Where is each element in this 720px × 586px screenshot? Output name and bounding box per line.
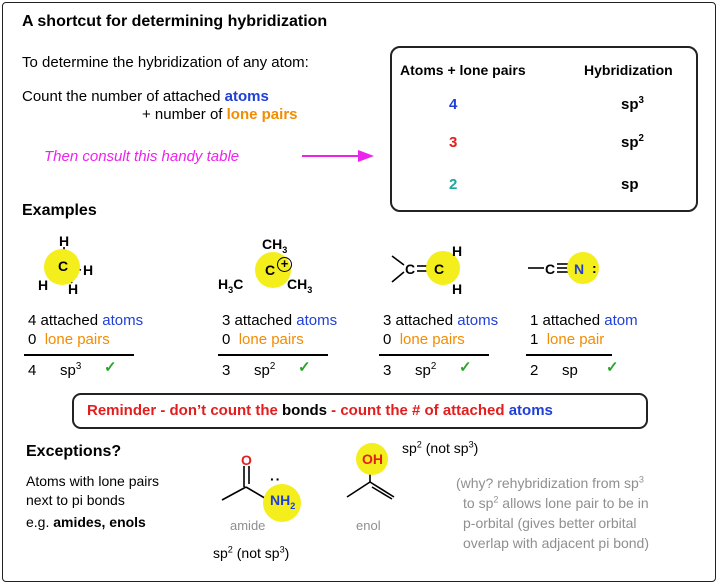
alkene-carbon-right: C	[434, 261, 445, 277]
highlight-enol-oxygen	[356, 443, 388, 475]
example-atoms-line: 3 attached atoms	[222, 312, 338, 329]
exceptions-examples: e.g. amides, enols	[26, 514, 146, 530]
table-hyb-sp3: sp3	[621, 95, 644, 113]
example-lone-pairs-line: 0 lone pairs	[28, 331, 110, 348]
enol-label: enol	[356, 518, 381, 533]
example-hybridization: sp2	[254, 361, 276, 379]
amide-bonds	[221, 466, 269, 501]
example-sum-rule	[218, 354, 328, 356]
atoms-term: atoms	[224, 88, 269, 105]
methane-carbon: C	[58, 258, 69, 274]
amide-oxygen: O	[241, 452, 252, 468]
intro-line: To determine the hybridization of any at…	[22, 54, 309, 71]
example-check-icon: ✓	[459, 359, 472, 376]
cation-plus-charge: +	[277, 257, 292, 272]
nitrile-nitrogen: N	[574, 261, 585, 277]
example-sum-rule	[24, 354, 134, 356]
consult-arrow-head	[358, 150, 374, 162]
table-hyb-sp2: sp2	[621, 133, 644, 151]
why-line-4: overlap with adjacent pi bond)	[463, 535, 650, 551]
lone-pairs-term: lone pairs	[226, 106, 298, 123]
example-atoms-line: 3 attached atoms	[383, 312, 499, 329]
cation-h3c-left: H3C	[218, 276, 244, 295]
example-hybridization: sp2	[415, 361, 437, 379]
cation-ch3-top: CH3	[262, 236, 288, 255]
exceptions-line-1: Atoms with lone pairs	[26, 473, 160, 489]
table-count-3: 3	[449, 134, 458, 151]
highlight-methane-carbon	[44, 249, 80, 285]
example-atoms-line: 1 attached atom	[530, 312, 638, 329]
nitrile-lone-pair: :	[592, 260, 597, 276]
table-count-4: 4	[449, 96, 458, 113]
enol-hybridization-note: sp2 (not sp3)	[402, 439, 479, 456]
example-sum-rule	[526, 354, 612, 356]
consult-text: Then consult this handy table	[44, 148, 240, 165]
count-atoms-line: Count the number of attached atoms	[22, 88, 269, 105]
cation-ch3-right: CH3	[287, 276, 313, 295]
amide-label: amide	[230, 518, 266, 533]
example-check-icon: ✓	[298, 359, 311, 376]
cation-carbon: C	[265, 262, 276, 278]
amide-nitrogen: NH2	[270, 492, 296, 511]
methane-h-bottom: H	[68, 281, 79, 297]
exceptions-line-2: next to pi bonds	[26, 492, 125, 508]
highlight-alkene-carbon	[426, 251, 460, 285]
methane-h-right: H	[83, 262, 94, 278]
reminder-atoms: atoms	[508, 402, 553, 419]
table-header-hybridization: Hybridization	[584, 62, 673, 78]
example-check-icon: ✓	[606, 359, 619, 376]
example-sum-rule	[379, 354, 489, 356]
nitrile-carbon: C	[545, 261, 556, 277]
example-total: 2	[530, 362, 539, 379]
why-line-3: p-orbital (gives better orbital	[463, 515, 637, 531]
example-total: 3	[383, 362, 392, 379]
alkene-h-bottom: H	[452, 281, 463, 297]
example-lone-pairs-line: 0 lone pairs	[222, 331, 304, 348]
example-total: 4	[28, 362, 37, 379]
highlight-amide-nitrogen	[263, 484, 301, 522]
table-hyb-sp: sp	[621, 176, 639, 193]
table-count-2: 2	[449, 176, 458, 193]
reminder-box	[72, 393, 648, 429]
exceptions-heading: Exceptions?	[26, 443, 122, 460]
examples-heading: Examples	[22, 202, 97, 219]
amide-lone-pair-dots: ··	[270, 471, 282, 487]
reminder-bonds: bonds	[282, 402, 327, 419]
page-title: A shortcut for determining hybridization	[22, 13, 328, 30]
example-lone-pairs-line: 1 lone pair	[530, 331, 605, 348]
example-total: 3	[222, 362, 231, 379]
alkene-carbon-left: C	[405, 261, 416, 277]
example-lone-pairs-line: 0 lone pairs	[383, 331, 465, 348]
example-hybridization: sp3	[60, 361, 82, 379]
alkene-h-top: H	[452, 243, 463, 259]
methane-h-left: H	[38, 277, 49, 293]
enol-oh: OH	[362, 451, 384, 467]
methane-h-top: H	[59, 233, 70, 249]
plus-lone-pairs-line: + number of lone pairs	[142, 106, 298, 123]
reminder-text: Reminder - don’t count the bonds - count…	[87, 402, 553, 419]
example-check-icon: ✓	[104, 359, 117, 376]
table-header-atoms: Atoms + lone pairs	[400, 62, 526, 78]
hybridization-table	[390, 46, 698, 212]
why-line-2: to sp2 allows lone pair to be in	[463, 494, 649, 511]
amide-hybridization-note: sp2 (not sp3)	[213, 544, 290, 561]
example-hybridization: sp	[562, 362, 578, 379]
why-line-1: (why? rehybridization from sp3	[456, 474, 644, 491]
highlight-nitrile-nitrogen	[567, 252, 599, 284]
example-atoms-line: 4 attached atoms	[28, 312, 144, 329]
